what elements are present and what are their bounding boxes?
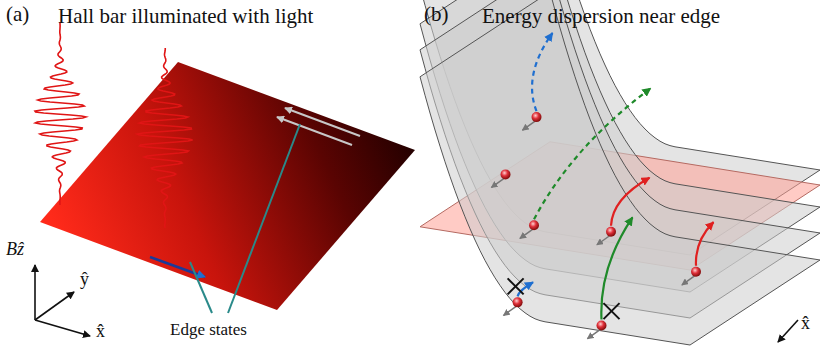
callout-label: Edge states	[170, 321, 247, 340]
electron	[532, 112, 542, 122]
panel-title: Hall bar illuminated with light	[58, 5, 313, 28]
light-pulse	[137, 48, 192, 228]
forbidden-mark	[508, 278, 524, 294]
electron	[529, 220, 539, 230]
axis-label: x̂	[801, 314, 810, 334]
axis-x	[778, 320, 798, 342]
axis-x	[35, 320, 90, 336]
forbidden-mark	[604, 303, 620, 319]
transition-arrow	[611, 178, 650, 226]
electron	[597, 321, 607, 331]
electron	[691, 267, 701, 277]
axis-label: ŷ	[80, 270, 89, 290]
hall-bar	[40, 62, 415, 310]
landau-sheet	[420, 0, 820, 345]
axis-z	[34, 265, 36, 320]
transition-arrow	[601, 217, 632, 319]
axis-y	[35, 292, 74, 320]
panel-letter: (a)	[6, 3, 29, 26]
edge-state-arrow	[277, 117, 352, 145]
forbidden-mark	[604, 303, 620, 319]
axis-label: Bẑ	[6, 240, 24, 260]
axis-label: x̂	[96, 322, 105, 342]
electron	[606, 227, 616, 237]
transition-arrow	[696, 222, 714, 266]
transition-arrow	[532, 33, 552, 111]
leader-line	[190, 262, 212, 313]
leader-line	[228, 124, 300, 313]
transition-arrow	[534, 88, 651, 219]
electron	[513, 297, 523, 307]
light-pulses	[35, 22, 193, 228]
electron	[501, 169, 511, 179]
edge-state-arrow	[150, 257, 205, 277]
panel-title: Energy dispersion near edge	[482, 5, 720, 28]
panel-letter: (b)	[424, 3, 449, 26]
energy-dispersion	[420, 0, 820, 345]
light-pulse	[35, 22, 86, 205]
forbidden-mark	[508, 278, 524, 294]
